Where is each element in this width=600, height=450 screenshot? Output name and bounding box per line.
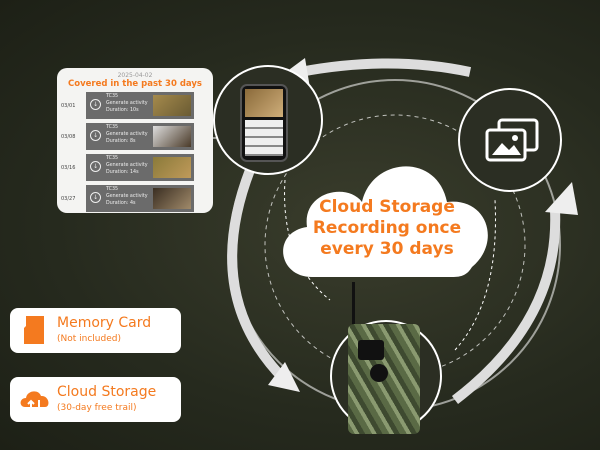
phone-app-circle bbox=[213, 65, 323, 175]
inner-dashed-ring bbox=[264, 114, 526, 376]
arrow-up-right bbox=[451, 209, 561, 404]
video-thumbnail[interactable] bbox=[153, 157, 191, 178]
arrow-head bbox=[545, 182, 578, 215]
video-thumbnail[interactable] bbox=[153, 126, 191, 147]
sd-card-icon bbox=[24, 316, 44, 344]
trail-camera-image bbox=[348, 324, 420, 434]
download-icon[interactable]: ↓ bbox=[90, 161, 101, 172]
entry-event: Generate activity bbox=[106, 194, 148, 199]
camera-antenna bbox=[352, 282, 355, 332]
option-title: Memory Card bbox=[57, 315, 152, 331]
entry-duration: Duration: 8s bbox=[106, 139, 136, 144]
activity-timeline-panel: 2025-04-02 Covered in the past 30 days 0… bbox=[57, 68, 213, 213]
cloud-storage-caption: Cloud Storage Recording once every 30 da… bbox=[272, 197, 502, 260]
option-title: Cloud Storage bbox=[57, 384, 157, 400]
download-icon[interactable]: ↓ bbox=[90, 130, 101, 141]
video-thumbnail[interactable] bbox=[153, 95, 191, 116]
arrow-top bbox=[299, 58, 472, 77]
arrow-head bbox=[268, 362, 300, 392]
caption-line: every 30 days bbox=[320, 239, 454, 259]
download-icon[interactable]: ↓ bbox=[90, 192, 101, 203]
gallery-circle bbox=[458, 88, 562, 192]
entry-duration: Duration: 10s bbox=[106, 108, 139, 113]
cloud-sync-icon bbox=[20, 391, 49, 413]
entry-event: Generate activity bbox=[106, 101, 148, 106]
timeline-title: Covered in the past 30 days bbox=[68, 79, 202, 89]
timeline-entry[interactable]: 03/08 ↓ TC35 Generate activity Duration:… bbox=[57, 123, 213, 152]
entry-camera: TC35 bbox=[106, 94, 119, 99]
arrow-down-left bbox=[227, 168, 294, 389]
caption-line: Recording once bbox=[312, 218, 462, 238]
smartphone-icon bbox=[240, 84, 288, 162]
entry-duration: Duration: 14s bbox=[106, 170, 139, 175]
entry-event: Generate activity bbox=[106, 163, 148, 168]
timeline-entry[interactable]: 03/16 ↓ TC35 Generate activity Duration:… bbox=[57, 154, 213, 183]
download-icon[interactable]: ↓ bbox=[90, 99, 101, 110]
entry-date: 03/01 bbox=[61, 103, 76, 109]
video-thumbnail[interactable] bbox=[153, 188, 191, 209]
entry-date: 03/08 bbox=[61, 134, 76, 140]
trail-camera-circle bbox=[330, 282, 442, 434]
cloud-storage-option[interactable]: Cloud Storage (30-day free trail) bbox=[10, 377, 181, 422]
memory-card-option[interactable]: Memory Card (Not included) bbox=[10, 308, 181, 353]
entry-date: 03/16 bbox=[61, 165, 76, 171]
entry-duration: Duration: 4s bbox=[106, 201, 136, 206]
image-gallery-icon bbox=[485, 118, 539, 162]
entry-date: 03/27 bbox=[61, 196, 76, 202]
entry-event: Generate activity bbox=[106, 132, 148, 137]
cloud-shape bbox=[283, 166, 488, 277]
entry-camera: TC35 bbox=[106, 187, 119, 192]
entry-camera: TC35 bbox=[106, 156, 119, 161]
timeline-entry[interactable]: 03/27 ↓ TC35 Generate activity Duration:… bbox=[57, 185, 213, 213]
caption-line: Cloud Storage bbox=[319, 197, 455, 217]
entry-camera: TC35 bbox=[106, 125, 119, 130]
timeline-date: 2025-04-02 bbox=[117, 72, 153, 79]
option-subtitle: (30-day free trail) bbox=[57, 403, 137, 413]
timeline-entry[interactable]: 03/01 ↓ TC35 Generate activity Duration:… bbox=[57, 92, 213, 121]
option-subtitle: (Not included) bbox=[57, 334, 121, 344]
